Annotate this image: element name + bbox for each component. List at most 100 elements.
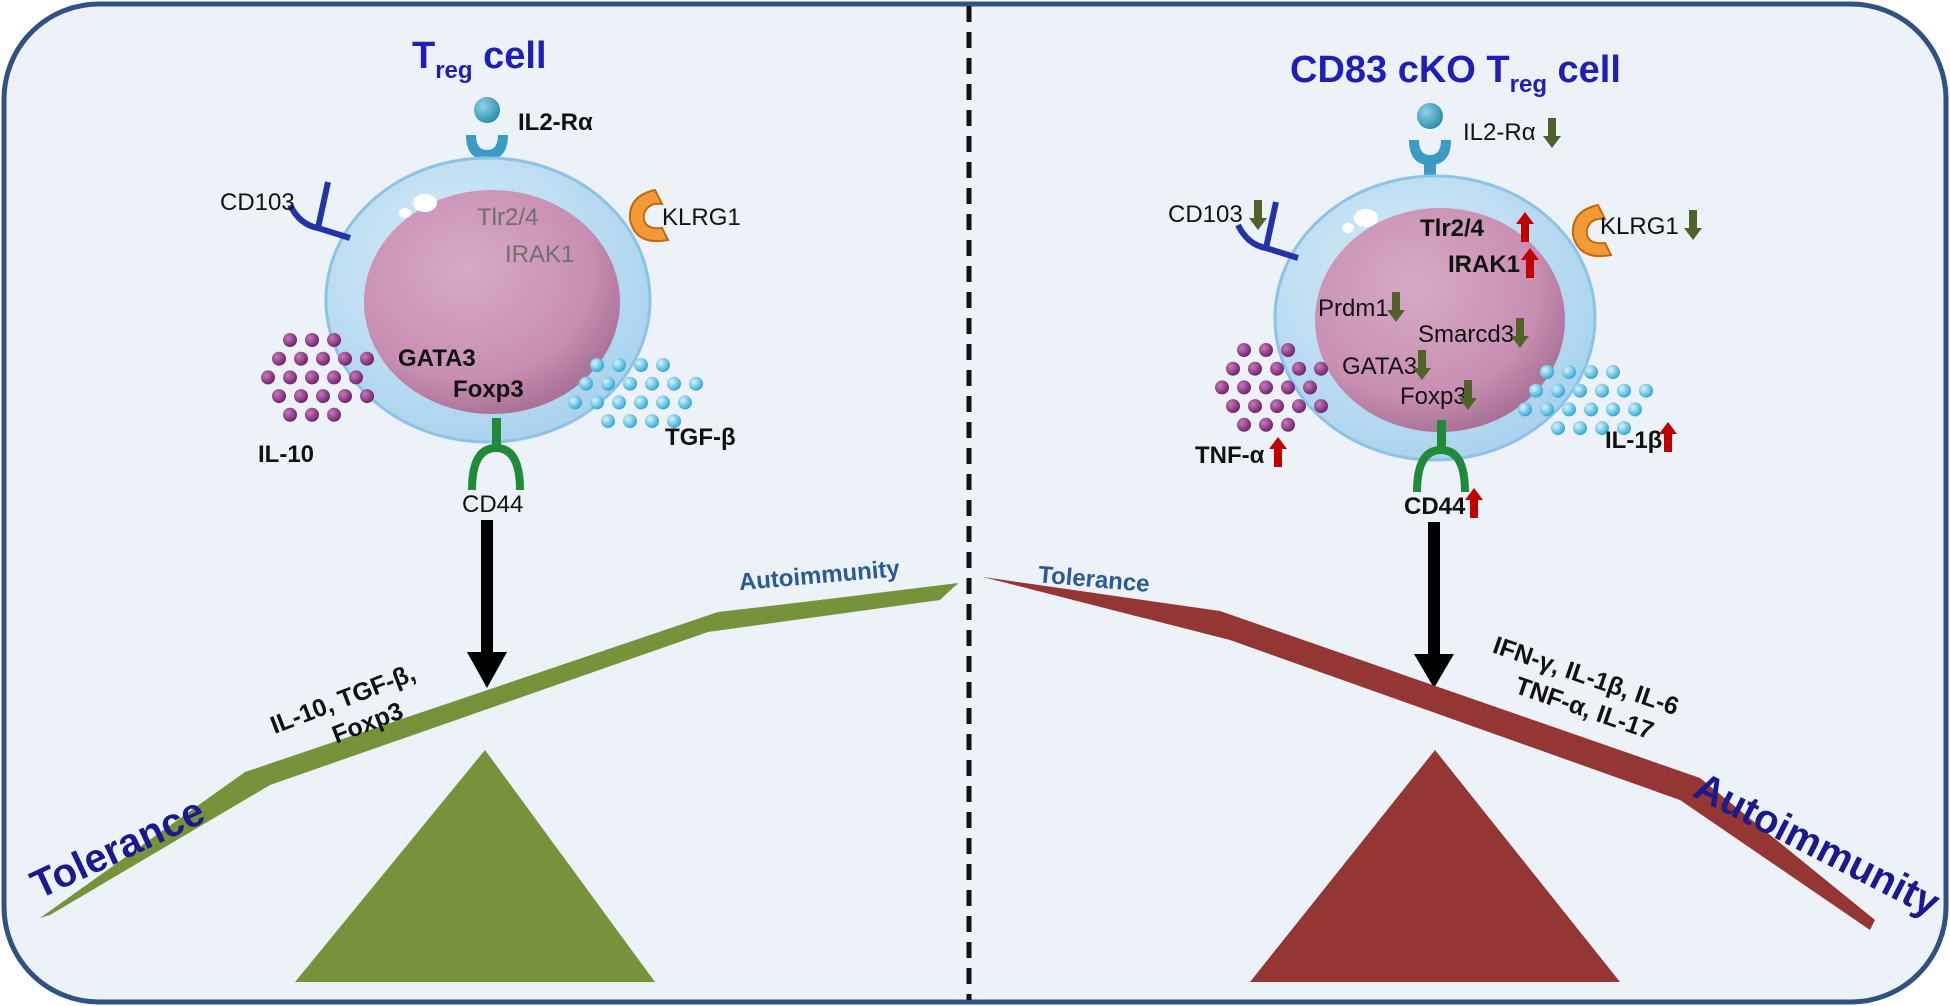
secreted-molecule-dot [1595, 383, 1609, 398]
secreted-molecule-dot [1259, 417, 1273, 432]
up-arrow-tnfa-icon [1269, 437, 1287, 467]
secreted-molecule-dot [272, 389, 286, 404]
right-panel: CD83 cKO Treg cell IL2-Rα CD103 KLRG1 [983, 49, 1947, 982]
label-cd103-right: CD103 [1168, 201, 1243, 228]
secreted-molecule-dot [601, 376, 615, 391]
secreted-molecule-dot [1259, 343, 1273, 357]
label-il1b: IL-1β [1605, 427, 1662, 454]
label-klrg1: KLRG1 [662, 204, 741, 231]
cd44-receptor-icon [468, 418, 524, 491]
label-tlr: Tlr2/4 [477, 204, 538, 231]
label-il2ra-right: IL2-Rα [1463, 119, 1536, 146]
secreted-molecule-dot [316, 389, 330, 404]
cko-treg-cell [1273, 174, 1597, 462]
il1b-secreted-dots [1518, 365, 1653, 436]
left-seesaw-fulcrum [295, 750, 655, 982]
label-gata3-right: GATA3 [1342, 353, 1417, 380]
secreted-molecule-dot [1292, 361, 1306, 376]
secreted-molecule-dot [645, 414, 659, 429]
secreted-molecule-dot [1215, 380, 1229, 395]
up-arrow-tlr-icon [1516, 212, 1534, 242]
secreted-molecule-dot [612, 358, 626, 372]
label-prdm1: Prdm1 [1318, 295, 1389, 322]
label-irak1: IRAK1 [505, 241, 574, 268]
secreted-molecule-dot [1540, 365, 1554, 379]
secreted-molecule-dot [1237, 343, 1251, 357]
secreted-molecule-dot [1281, 417, 1295, 432]
secreted-molecule-dot [1606, 402, 1620, 417]
secreted-molecule-dot [590, 358, 604, 372]
label-tlr-right: Tlr2/4 [1420, 215, 1485, 242]
secreted-molecule-dot [327, 370, 341, 385]
secreted-molecule-dot [1292, 399, 1306, 414]
secreted-molecule-dot [579, 376, 593, 391]
secreted-molecule-dot [349, 370, 363, 385]
secreted-molecule-dot [1281, 343, 1295, 357]
secreted-molecule-dot [568, 395, 582, 410]
secreted-molecule-dot [360, 351, 374, 366]
secreted-molecule-dot [1314, 399, 1328, 414]
secreted-molecule-dot [305, 407, 319, 422]
secreted-molecule-dot [261, 370, 275, 385]
secreted-molecule-dot [656, 395, 670, 410]
secreted-molecule-dot [1270, 361, 1284, 376]
secreted-molecule-dot [1617, 421, 1631, 436]
secreted-molecule-dot [1248, 399, 1262, 414]
secreted-molecule-dot [338, 389, 352, 404]
secreted-molecule-dot [1540, 402, 1554, 417]
secreted-molecule-dot [1595, 421, 1609, 436]
secreted-molecule-dot [612, 395, 626, 410]
label-klrg1-right: KLRG1 [1600, 213, 1679, 240]
secreted-molecule-dot [283, 407, 297, 422]
secreted-molecule-dot [656, 358, 670, 372]
secreted-molecule-dot [590, 395, 604, 410]
secreted-molecule-dot [1628, 402, 1642, 417]
secreted-molecule-dot [1237, 380, 1251, 395]
secreted-molecule-dot [667, 414, 681, 429]
cd103-receptor-icon [287, 181, 351, 241]
secreted-molecule-dot [305, 333, 319, 347]
label-cd44-right: CD44 [1404, 493, 1466, 520]
tnfa-secreted-dots [1215, 343, 1328, 432]
secreted-molecule-dot [272, 351, 286, 366]
secreted-molecule-dot [305, 370, 319, 385]
secreted-molecule-dot [1551, 421, 1565, 436]
secreted-molecule-dot [1259, 380, 1273, 395]
secreted-molecule-dot [678, 395, 692, 410]
up-arrow-cd44-icon [1465, 488, 1483, 518]
label-tnfa: TNF-α [1195, 442, 1265, 469]
secreted-molecule-dot [327, 407, 341, 422]
secreted-molecule-dot [1573, 421, 1587, 436]
secreted-molecule-dot [1584, 365, 1598, 379]
label-irak1-right: IRAK1 [1448, 251, 1520, 278]
secreted-molecule-dot [623, 414, 637, 429]
label-foxp3-right: Foxp3 [1400, 383, 1467, 410]
secreted-molecule-dot [689, 376, 703, 391]
secreted-molecule-dot [1617, 383, 1631, 398]
secreted-molecule-dot [1281, 380, 1295, 395]
label-il2ra: IL2-Rα [518, 109, 593, 136]
up-arrow-il1b-icon [1659, 422, 1677, 452]
secreted-molecule-dot [1551, 383, 1565, 398]
secreted-molecule-dot [338, 351, 352, 366]
secreted-molecule-dot [1606, 365, 1620, 379]
cd103-receptor-icon [1235, 201, 1299, 261]
secreted-molecule-dot [283, 370, 297, 385]
label-smarcd3: Smarcd3 [1418, 321, 1514, 348]
down-arrow-cd103-icon [1249, 200, 1267, 230]
up-arrow-irak1-icon [1521, 248, 1539, 278]
secreted-molecule-dot [1518, 402, 1532, 417]
secreted-molecule-dot [283, 333, 297, 347]
klrg1-receptor-icon [1571, 203, 1613, 257]
secreted-molecule-dot [360, 389, 374, 404]
down-arrow-prdm1-icon [1387, 292, 1405, 322]
label-gata3: GATA3 [398, 345, 476, 372]
secreted-molecule-dot [294, 389, 308, 404]
secreted-molecule-dot [667, 376, 681, 391]
secreted-molecule-dot [1562, 365, 1576, 379]
il2ra-receptor-icon [1409, 103, 1451, 175]
secreted-molecule-dot [1270, 399, 1284, 414]
secreted-molecule-dot [1639, 383, 1653, 398]
label-foxp3: Foxp3 [453, 376, 524, 403]
